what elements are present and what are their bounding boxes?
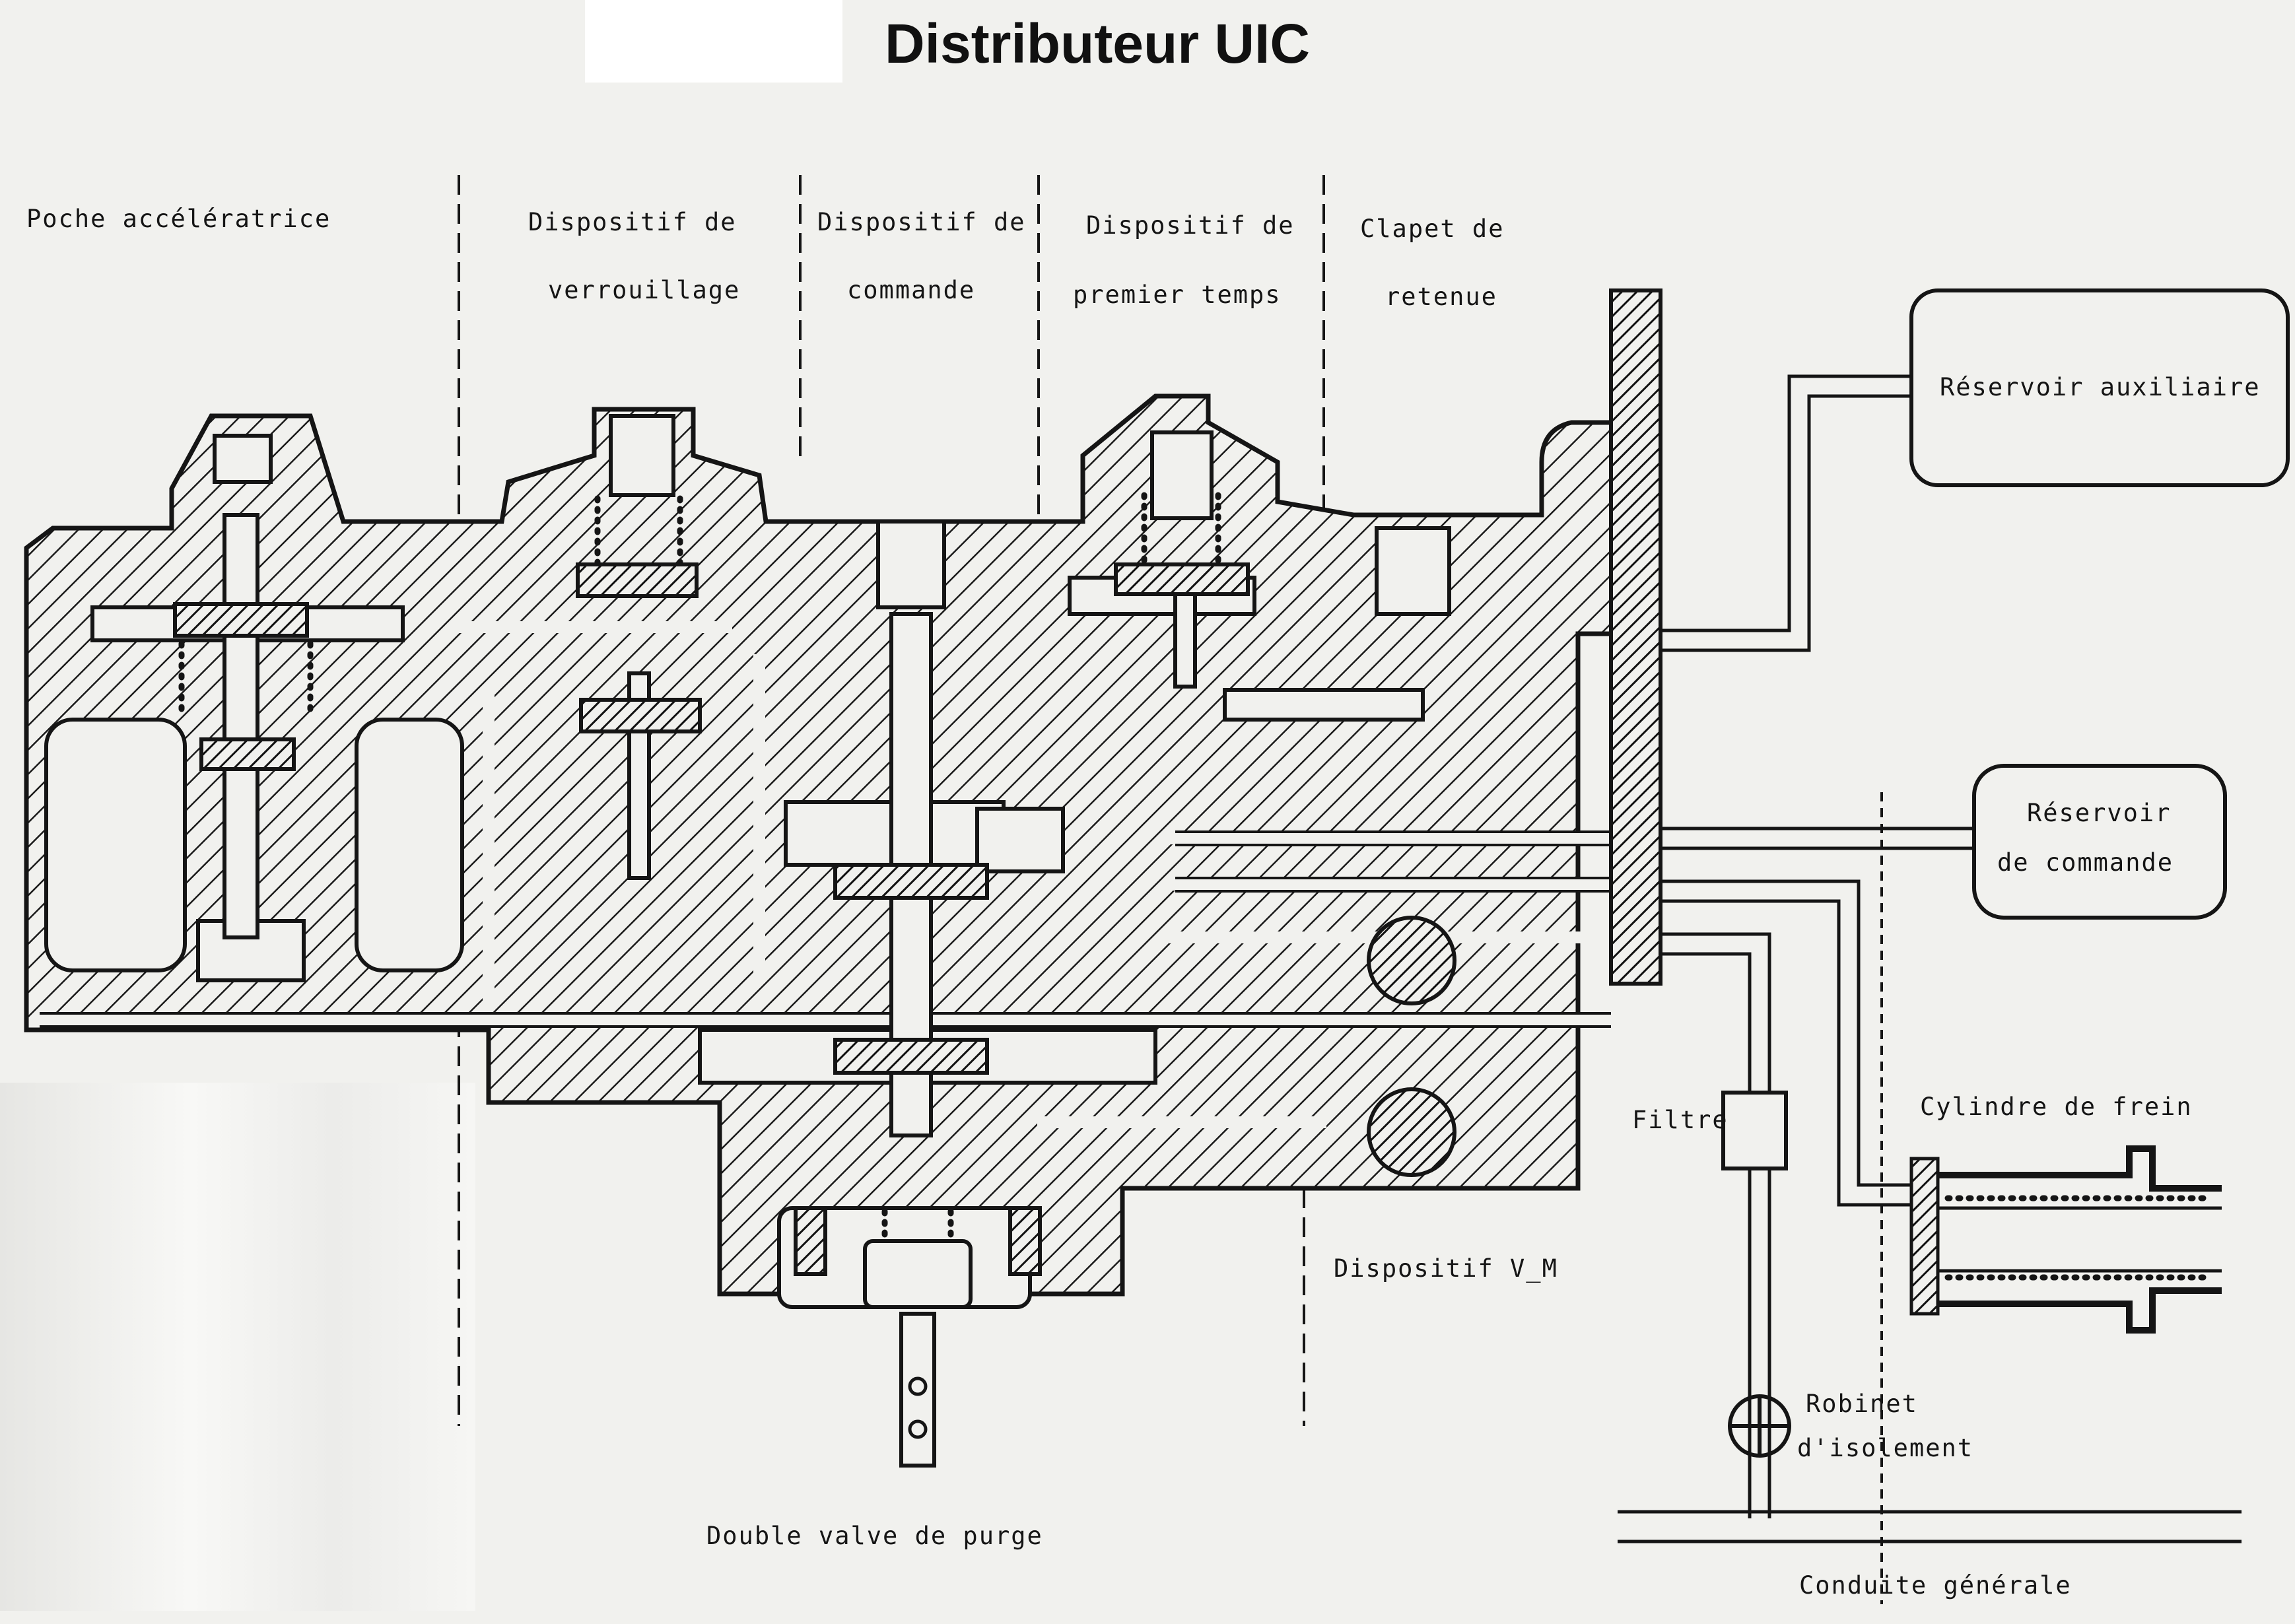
external-pipes (1618, 374, 2242, 1543)
page-title: Distributeur UIC (885, 13, 1311, 75)
label-clapet-1: Clapet de (1360, 215, 1505, 243)
reservoir-commande-tank (1972, 764, 2227, 920)
filtre-box (1721, 1091, 1788, 1170)
vm-valves (1367, 916, 1456, 1177)
label-robinet-1: Robinet (1806, 1390, 1918, 1418)
label-premier-2: premier temps (1073, 281, 1282, 309)
label-commande-2: commande (847, 276, 976, 304)
passage-edges (40, 830, 1611, 1028)
label-verrouillage-2: verrouillage (548, 276, 741, 304)
label-double-valve: Double valve de purge (706, 1522, 1043, 1550)
flange-plate (1609, 288, 1662, 986)
pixelated-patch (0, 1083, 475, 1611)
label-clapet-2: retenue (1385, 283, 1497, 311)
label-verrouillage-1: Dispositif de (528, 208, 737, 236)
label-reservoir-commande-2: de commande (1997, 848, 2174, 877)
label-filtre: Filtre (1632, 1106, 1729, 1134)
title-blank-patch (585, 0, 842, 83)
label-commande-1: Dispositif de (817, 208, 1026, 236)
label-poche: Poche accélératrice (26, 205, 331, 233)
label-conduite-generale: Conduite générale (1799, 1571, 2072, 1600)
label-cylindre-frein: Cylindre de frein (1920, 1093, 2193, 1121)
robinet-valve (1728, 1394, 1791, 1458)
label-reservoir-auxiliaire: Réservoir auxiliaire (1940, 373, 2261, 401)
cylindre-frein-body (1909, 1145, 2222, 1334)
purge-rod (908, 1376, 928, 1439)
reservoir-auxiliaire-tank (1909, 288, 2290, 487)
label-robinet-2: d'isolement (1797, 1434, 1974, 1462)
label-premier-1: Dispositif de (1086, 211, 1295, 240)
pistons (173, 562, 1250, 1276)
label-dispositif-vm: Dispositif V_M (1334, 1254, 1558, 1283)
label-reservoir-commande-1: Réservoir (2027, 799, 2172, 827)
